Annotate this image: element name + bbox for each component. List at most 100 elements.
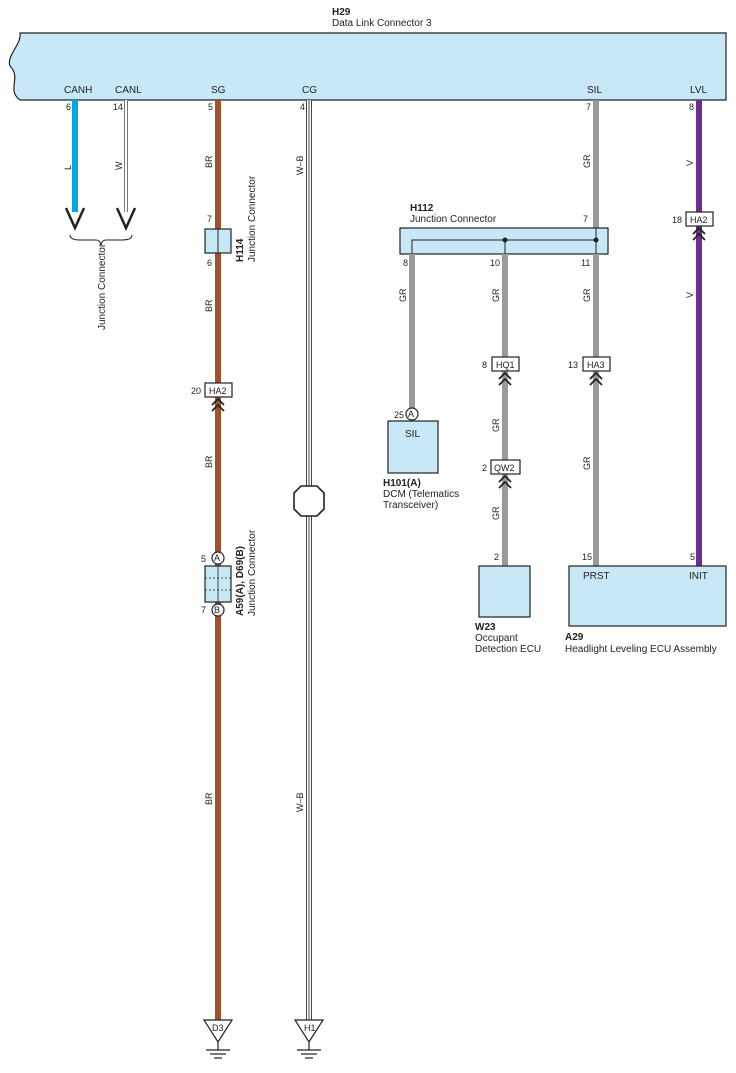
- h112-pin-out-8: 8: [403, 258, 408, 268]
- a59-tag-a-circle: [211, 551, 225, 565]
- a59-tag-a: A: [214, 553, 220, 563]
- a59-name: Junction Connector: [247, 529, 258, 616]
- can-junction-label: Junction Connector: [97, 243, 108, 330]
- ha2-sg-label: HA2: [209, 386, 227, 396]
- wire-code-sil-a29-2: GR: [582, 456, 592, 470]
- qw2-pin: 2: [482, 463, 487, 473]
- wire-code-sil-w23-1: GR: [491, 288, 501, 302]
- w23-name-2: Detection ECU: [475, 644, 541, 655]
- wire-code-sil-h101: GR: [398, 288, 408, 302]
- wire-code-cg-2: W–B: [295, 792, 305, 812]
- pin-num-cg: 4: [300, 102, 305, 112]
- a59-pin-a: 5: [201, 554, 206, 564]
- ha3-pin: 13: [568, 360, 578, 370]
- h101-id: H101(A): [383, 478, 421, 489]
- ha2-lvl-label: HA2: [690, 215, 708, 225]
- a59-tag-b-circle: [211, 603, 225, 617]
- h114-pin-bottom: 6: [207, 258, 212, 268]
- ha2-sg-tag: [204, 382, 233, 398]
- ha2-sg-pin: 20: [191, 386, 201, 396]
- pin-name-lvl: LVL: [690, 85, 707, 96]
- a59-tag-b: B: [214, 605, 220, 615]
- qw2-tag: [490, 459, 521, 475]
- ha2-lvl-tag: [685, 211, 714, 227]
- h112-splice-dot-2: [593, 237, 599, 243]
- pin-num-canl: 14: [113, 102, 123, 112]
- pin-num-sg: 5: [208, 102, 213, 112]
- wire-code-lvl-2: V: [685, 292, 695, 298]
- a59-pin-b: 7: [201, 605, 206, 615]
- a29-ecu-box: [568, 565, 727, 627]
- wire-code-sg-1: BR: [204, 155, 214, 168]
- ha3-label: HA3: [587, 360, 605, 370]
- hq1-tag: [491, 356, 520, 372]
- wire-code-sil-top: GR: [582, 154, 592, 168]
- h101-name-1: DCM (Telematics: [383, 489, 459, 500]
- h114-pin-top: 7: [207, 214, 212, 224]
- a29-pin-prst: 15: [582, 552, 592, 562]
- ground-h1-label: H1: [304, 1023, 316, 1033]
- hq1-chevron-icon: [498, 371, 512, 386]
- h112-pin-out-10: 10: [490, 258, 500, 268]
- h112-splice-dot-1: [502, 237, 508, 243]
- cg-splice-octagon-icon: [293, 485, 325, 517]
- pin-name-cg: CG: [302, 85, 317, 96]
- ha3-tag: [582, 356, 611, 372]
- wire-code-sil-w23-2: GR: [491, 418, 501, 432]
- w23-id: W23: [475, 622, 496, 633]
- ha3-chevron-icon: [589, 371, 603, 386]
- wire-code-sg-4: BR: [204, 792, 214, 805]
- wire-code-sg-3: BR: [204, 455, 214, 468]
- pin-num-canh: 6: [66, 102, 71, 112]
- pin-name-canl: CANL: [115, 85, 142, 96]
- w23-pin: 2: [494, 552, 499, 562]
- h112-pin-in: 7: [583, 214, 588, 224]
- wire-code-cg-1: W–B: [295, 155, 305, 175]
- a29-term-prst: PRST: [583, 571, 610, 582]
- w23-name-1: Occupant: [475, 633, 518, 644]
- arrow-canl-icon: [115, 207, 137, 232]
- pin-num-sil: 7: [586, 102, 591, 112]
- h29-name: Data Link Connector 3: [332, 18, 432, 29]
- wire-code-canl: W: [114, 161, 124, 170]
- w23-ecu-box: [478, 565, 531, 618]
- wire-code-canh: L: [63, 165, 73, 170]
- pin-num-lvl: 8: [689, 102, 694, 112]
- h101-name-2: Transceiver): [383, 500, 438, 511]
- pin-name-canh: CANH: [64, 85, 92, 96]
- can-junction-brace-icon: [69, 234, 133, 246]
- ha2-lvl-chevron-icon: [692, 226, 706, 241]
- ha2-sg-chevron-icon: [211, 397, 225, 412]
- a29-id: A29: [565, 632, 584, 643]
- a59-label: A59(A), D69(B): [235, 546, 246, 616]
- h101-tag-circle: [405, 407, 419, 421]
- wire-code-sil-a29-1: GR: [582, 288, 592, 302]
- qw2-label: QW2: [494, 463, 515, 473]
- wire-code-sil-w23-3: GR: [491, 506, 501, 520]
- h112-pin-out-11: 11: [581, 258, 590, 268]
- h101-term: SIL: [405, 429, 420, 440]
- h114-id: H114: [235, 238, 246, 262]
- h101-ecu-box: [387, 420, 439, 474]
- qw2-chevron-icon: [498, 474, 512, 489]
- hq1-pin: 8: [482, 360, 487, 370]
- hq1-label: HQ1: [496, 360, 515, 370]
- h29-id: H29: [332, 7, 351, 18]
- pin-name-sil: SIL: [587, 85, 602, 96]
- arrow-canh-icon: [64, 207, 86, 232]
- h112-id: H112: [410, 203, 434, 214]
- h114-name: Junction Connector: [247, 175, 258, 262]
- ground-d3-triangle-icon: [202, 1019, 234, 1044]
- wire-code-lvl-1: V: [685, 160, 695, 166]
- wire-code-sg-2: BR: [204, 299, 214, 312]
- a29-term-init: INIT: [689, 571, 708, 582]
- ground-h1-triangle-icon: [293, 1019, 325, 1044]
- h112-name: Junction Connector: [410, 214, 497, 225]
- a29-pin-init: 5: [690, 552, 695, 562]
- h29-connector-body: [8, 32, 727, 101]
- ground-d3-label: D3: [212, 1023, 224, 1033]
- pin-name-sg: SG: [211, 85, 226, 96]
- ha2-lvl-pin: 18: [672, 215, 682, 225]
- h101-pin: 25: [394, 410, 404, 420]
